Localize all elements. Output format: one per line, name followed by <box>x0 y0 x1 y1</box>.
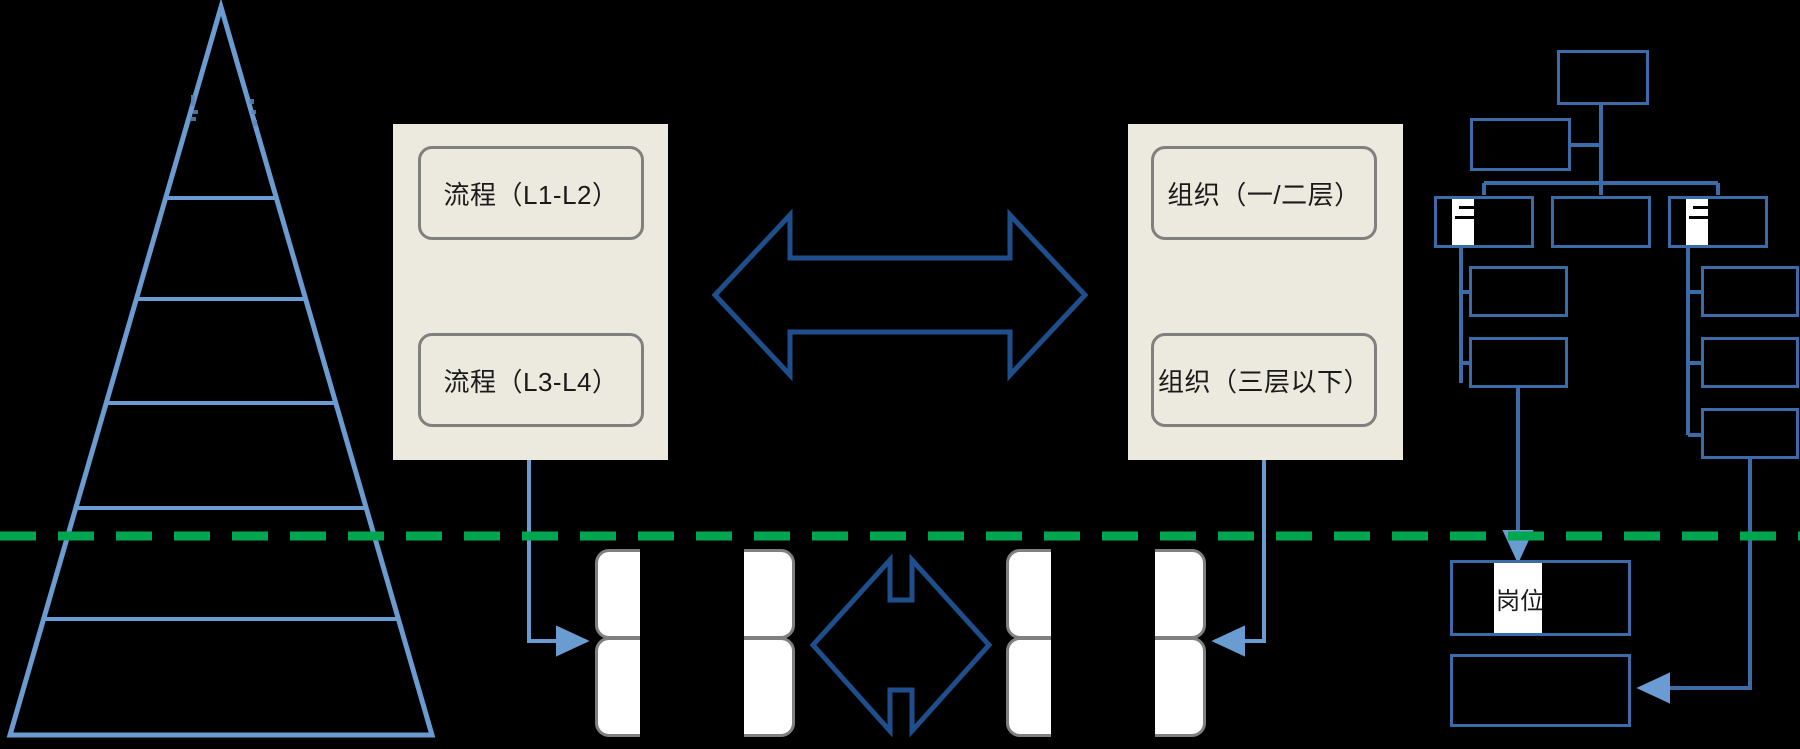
org-node-tier-3-below[interactable]: 组织（三层以下） <box>1151 333 1377 427</box>
org-to-position-connector <box>1211 432 1266 657</box>
org-node-leaf-3c[interactable] <box>1701 408 1799 459</box>
org-node-staff[interactable] <box>1470 118 1571 171</box>
org-node-tier-3-below-label: 组织（三层以下） <box>1157 366 1370 397</box>
org-node-child-1-text-fragment-lower <box>1455 216 1475 219</box>
org-node-root[interactable] <box>1557 50 1649 105</box>
capability-pyramid <box>6 0 436 738</box>
org-node-child-1[interactable] <box>1434 196 1534 248</box>
process-to-activity-connector <box>527 432 590 657</box>
org-node-child-3-visible-strip <box>1686 199 1708 245</box>
position-node-label: 岗位 <box>1496 587 1542 615</box>
process-node-l3-l4-label: 流程（L3-L4） <box>443 366 619 397</box>
bottom-right-occlusion <box>1051 546 1155 742</box>
org-node-tier-1-2[interactable]: 组织（一/二层） <box>1151 146 1377 240</box>
org-node-child-2[interactable] <box>1551 196 1651 248</box>
bottom-left-occlusion <box>640 546 744 742</box>
position-detail-node[interactable] <box>1450 654 1631 727</box>
pyramid-apex-marks <box>190 95 257 126</box>
org-node-child-3[interactable] <box>1668 196 1768 248</box>
process-node-l3-l4[interactable]: 流程（L3-L4） <box>418 333 644 427</box>
process-org-alignment-arrow <box>711 208 1089 382</box>
org-node-child-1-visible-strip <box>1452 199 1474 245</box>
position-node-visible-strip: 岗位 <box>1494 563 1542 633</box>
org-node-child-1-text-fragment-upper <box>1459 206 1477 209</box>
org-node-child-3-text-fragment-upper <box>1693 206 1711 209</box>
org-node-tier-1-2-label: 组织（一/二层） <box>1167 179 1361 210</box>
process-node-l1-l2[interactable]: 流程（L1-L2） <box>418 146 644 240</box>
process-node-l1-l2-label: 流程（L1-L2） <box>443 179 619 210</box>
activity-position-alignment-arrow <box>809 553 993 738</box>
org-node-leaf-3a[interactable] <box>1701 266 1799 317</box>
org-node-leaf-3b[interactable] <box>1701 337 1799 388</box>
org-node-leaf-1a[interactable] <box>1469 266 1568 317</box>
org-node-leaf-1b[interactable] <box>1469 337 1568 388</box>
org-node-child-3-text-fragment-lower <box>1689 216 1709 219</box>
